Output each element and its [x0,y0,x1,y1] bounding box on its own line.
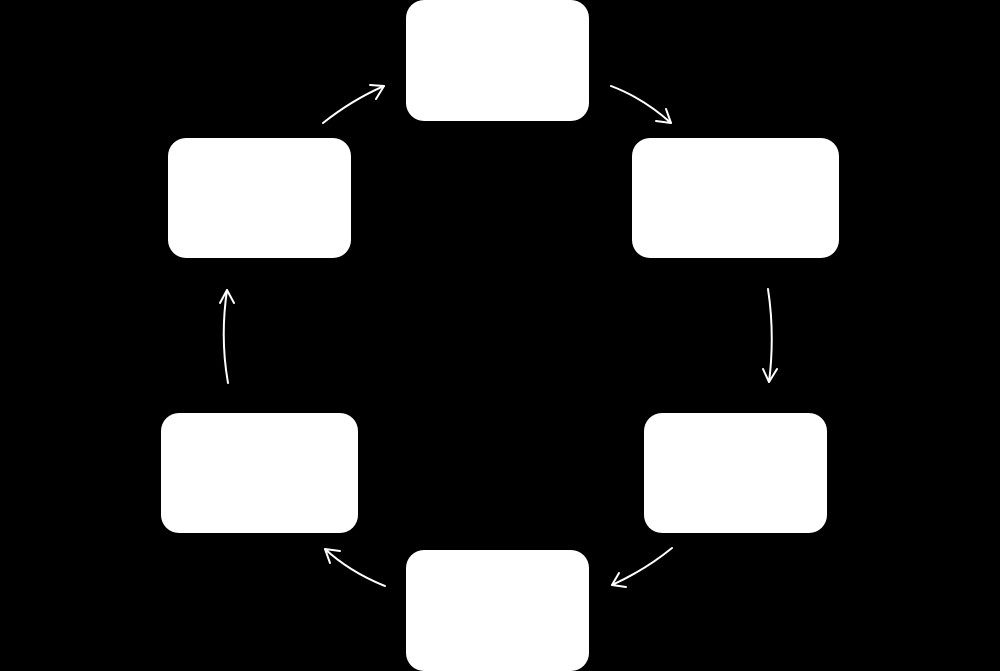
node-top [406,0,589,121]
node-bottom [406,550,589,671]
node-upper-right [632,138,839,258]
arrow-top-to-upper-right [610,85,672,124]
node-lower-left [161,413,358,533]
arrow-bottom-to-lower-left [324,548,386,587]
arrow-upper-left-to-top [322,84,385,124]
arrow-lower-right-to-bottom [611,547,673,588]
node-lower-right [644,413,827,533]
node-upper-left [168,138,351,258]
arrow-upper-right-to-lower-right [762,288,778,383]
arrow-lower-left-to-upper-left [219,289,235,384]
